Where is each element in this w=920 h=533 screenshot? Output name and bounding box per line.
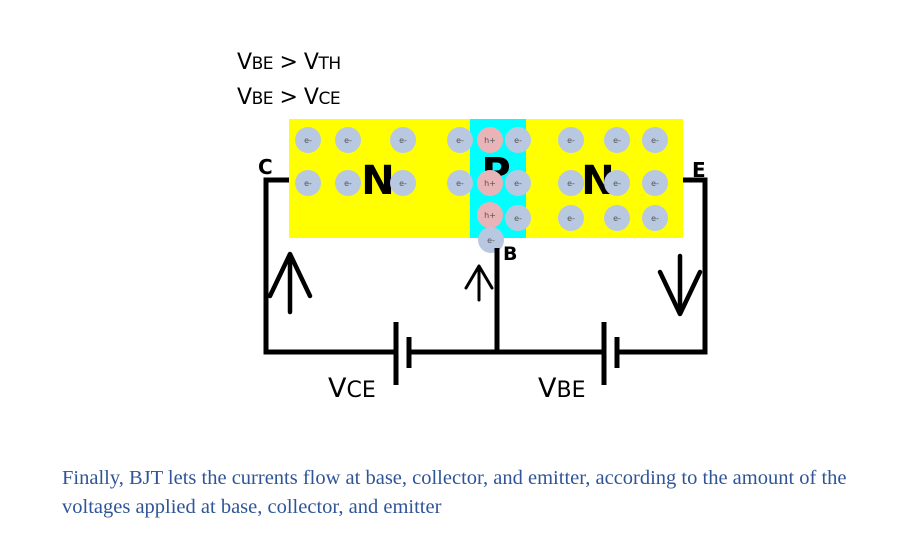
carrier-label: e-: [651, 214, 659, 223]
carrier-label: e-: [399, 136, 407, 145]
electron-carrier: [642, 127, 668, 153]
electron-carrier: [558, 127, 584, 153]
battery-vbe: [601, 322, 620, 385]
electron-carrier: [447, 170, 473, 196]
carrier-label: e-: [344, 179, 352, 188]
carrier-label: h+: [484, 211, 496, 220]
carrier-label: e-: [304, 179, 312, 188]
carrier-label: h+: [484, 179, 496, 188]
carrier-label: e-: [344, 136, 352, 145]
electron-carrier: [447, 127, 473, 153]
electron-carrier: [642, 170, 668, 196]
electron-carrier: [478, 227, 504, 253]
hole-carrier: [477, 127, 503, 153]
carrier-label: h+: [484, 136, 496, 145]
electron-carrier: [558, 205, 584, 231]
carrier-label: e-: [613, 136, 621, 145]
carrier-label: e-: [651, 136, 659, 145]
carrier-label: e-: [456, 179, 464, 188]
carrier-label: e-: [613, 179, 621, 188]
vbe-label: VBE: [538, 373, 585, 404]
carrier-label: e-: [514, 214, 522, 223]
hole-carrier: [477, 202, 503, 228]
base-terminal-label: B: [503, 243, 517, 265]
carrier-label: e-: [651, 179, 659, 188]
carrier-label: e-: [304, 136, 312, 145]
carriers: e-e-e-e-h+ e-e-e-e-e-e-e-e-h+ e-e-e-e-h+ e-…: [295, 127, 668, 253]
emitter-wire: [615, 177, 708, 355]
collector-wire: [263, 177, 394, 355]
current-arrow-collector: [267, 251, 313, 315]
n-label-left: N: [361, 158, 394, 204]
electron-carrier: [390, 170, 416, 196]
electron-carrier: [642, 205, 668, 231]
emitter-terminal-label: E: [692, 158, 706, 182]
electron-carrier: [604, 170, 630, 196]
vce-label: VCE: [328, 373, 376, 404]
electron-carrier: [335, 170, 361, 196]
carrier-label: e-: [514, 136, 522, 145]
battery-vce: [393, 322, 412, 385]
carrier-label: e-: [567, 214, 575, 223]
carrier-label: e-: [456, 136, 464, 145]
electron-carrier: [604, 127, 630, 153]
electron-carrier: [505, 127, 531, 153]
caption: Finally, BJT lets the currents flow at b…: [62, 467, 847, 518]
hole-carrier: [477, 170, 503, 196]
collector-terminal-label: C: [258, 155, 273, 179]
circuit-wires: [263, 177, 708, 355]
carrier-label: e-: [399, 179, 407, 188]
carrier-label: e-: [613, 214, 621, 223]
carrier-label: e-: [567, 136, 575, 145]
current-arrow-emitter: [657, 253, 703, 317]
electron-carrier: [335, 127, 361, 153]
carrier-label: e-: [514, 179, 522, 188]
carrier-label: e-: [567, 179, 575, 188]
electron-carrier: [604, 205, 630, 231]
electron-carrier: [295, 127, 321, 153]
electron-carrier: [295, 170, 321, 196]
electron-carrier: [505, 205, 531, 231]
current-arrow-base: [464, 264, 494, 302]
condition-vbe-vce: VBE > VCE: [237, 85, 341, 110]
condition-vbe-vth: VBE > VTH: [237, 50, 341, 75]
carrier-label: e-: [487, 236, 495, 245]
electron-carrier: [505, 170, 531, 196]
electron-carrier: [390, 127, 416, 153]
electron-carrier: [558, 170, 584, 196]
